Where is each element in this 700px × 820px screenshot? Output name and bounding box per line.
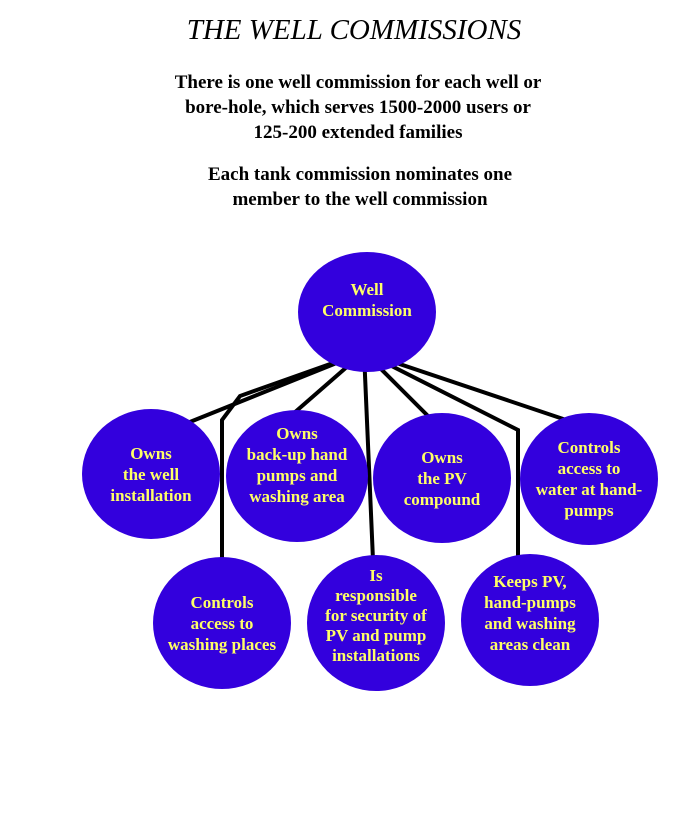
node-label-line: installation [110,485,192,505]
intro-line: member to the well commission [232,189,488,210]
connector-controls-access-handpumps [362,350,592,430]
node-owns-pv-compound: Owns the PV compound [373,413,511,543]
node-label-line: access to [557,459,621,478]
node-label-line: back-up hand [246,445,348,464]
node-label-line: responsible [335,586,417,605]
node-label-line: and washing [484,614,576,633]
node-label-line: PV and pump [325,626,427,645]
node-label-line: installations [332,646,420,665]
node-label-line: Owns [421,447,463,467]
node-owns-backup-pumps: Owns back-up hand pumps and washing area [226,410,368,542]
node-label-line: areas clean [489,635,571,654]
node-label-line: hand-pumps [484,593,576,612]
intro-line: Each tank commission nominates one [207,164,513,185]
node-label-line: for security of [325,606,427,625]
intro-paragraph-nomination: Each tank commission nominates one membe… [2,162,700,212]
node-label-line: access to [190,613,254,633]
intro-paragraph-users: There is one well commission for each we… [0,70,700,145]
node-label-line: Controls [190,592,254,612]
node-label-line: Controls [557,438,621,457]
node-well-commission: Well Commission [298,252,436,372]
node-label-line: Is [369,566,383,585]
node-controls-access-handpumps: Controls access to water at hand- pumps [520,413,658,545]
node-label-line: Keeps PV, [493,572,567,591]
node-label-line: pumps and [256,466,338,485]
node-label-line: compound [403,489,481,509]
node-label-line: Owns [276,424,318,443]
node-label-line: water at hand- [535,480,643,499]
node-label-line: washing area [249,487,345,506]
connector-controls-access-washing [220,350,366,572]
node-label-line: Well [350,280,384,299]
connector-responsible-security [362,350,375,562]
node-label-line: Owns [130,443,172,463]
page-title: THE WELL COMMISSIONS [186,14,522,46]
intro-line: 125-200 extended families [253,122,463,143]
node-label-line: pumps [564,501,614,520]
node-controls-access-washing: Controls access to washing places [153,557,291,689]
node-label-line: washing places [167,634,277,654]
node-owns-well-installation: Owns the well installation [82,409,220,539]
intro-line: bore-hole, which serves 1500-2000 users … [185,97,531,118]
connector-keeps-clean [362,350,520,569]
intro-line: There is one well commission for each we… [174,72,542,93]
node-keeps-clean: Keeps PV, hand-pumps and washing areas c… [461,554,599,686]
node-label-line: the PV [417,468,467,488]
node-label-line: the well [122,464,180,484]
node-label-line: Commission [322,301,412,320]
node-responsible-security: Is responsible for security of PV and pu… [307,555,445,691]
